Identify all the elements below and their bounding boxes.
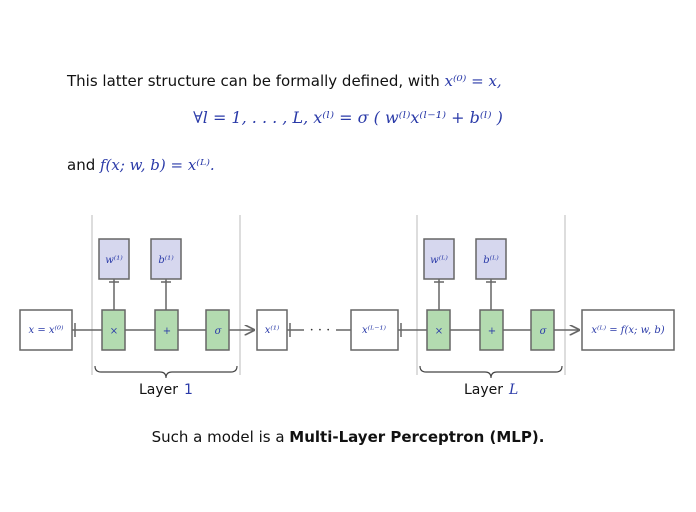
intro-sentence: This latter structure can be formally de… <box>67 72 502 90</box>
x1-box <box>256 309 288 351</box>
output-box <box>581 309 675 351</box>
layer1-brace <box>94 365 238 379</box>
intro-math: x⁽⁰⁾ = x, <box>444 72 502 90</box>
multL-box <box>426 309 451 351</box>
multL-label: × <box>435 326 443 337</box>
output-label: x⁽ᴸ⁾ = f(x; w, b) <box>591 325 664 336</box>
prev-layer-box <box>350 309 399 351</box>
intro-text: This latter structure can be formally de… <box>67 72 445 90</box>
layerL-brace <box>419 365 563 379</box>
layer1-label-number: 1 <box>184 382 193 398</box>
output-definition: and f(x; w, b) = x⁽ᴸ⁾. <box>67 156 215 174</box>
addL-label: + <box>488 326 496 337</box>
mlp-term: Multi-Layer Perceptron (MLP). <box>289 428 545 446</box>
layerL-label-word: Layer <box>464 382 503 398</box>
and-text: and <box>67 156 100 174</box>
add1-label: + <box>163 326 171 337</box>
ellipsis: · · · <box>310 323 331 338</box>
input-box <box>19 309 73 351</box>
input-label: x = x⁽⁰⁾ <box>29 325 64 336</box>
layer1-label-word: Layer <box>139 382 178 398</box>
bL-box <box>475 238 507 280</box>
conclusion-sentence: Such a model is a Multi-Layer Perceptron… <box>0 428 696 446</box>
mult1-box <box>101 309 126 351</box>
w1-label: w⁽¹⁾ <box>105 255 123 266</box>
conclusion-text: Such a model is a <box>151 428 290 446</box>
w1-box <box>98 238 130 280</box>
mult1-label: × <box>110 326 118 337</box>
act1-box <box>205 309 230 351</box>
b1-box <box>150 238 182 280</box>
x1-label: x⁽¹⁾ <box>265 325 280 336</box>
and-math: f(x; w, b) = x⁽ᴸ⁾. <box>100 156 215 174</box>
actL-box <box>530 309 555 351</box>
wL-box <box>423 238 455 280</box>
act1-label: σ <box>215 326 223 337</box>
layer-formula: ∀l = 1, . . . , L, x⁽ˡ⁾ = σ ( w⁽ˡ⁾x⁽ˡ⁻¹⁾… <box>193 108 503 127</box>
add1-box <box>154 309 179 351</box>
prev-layer-label: x⁽ᴸ⁻¹⁾ <box>362 325 387 336</box>
actL-label: σ <box>540 326 548 337</box>
layerL-label-number: L <box>508 382 518 398</box>
addL-box <box>479 309 504 351</box>
wL-label: w⁽ᴸ⁾ <box>430 255 448 266</box>
b1-label: b⁽¹⁾ <box>158 255 174 266</box>
bL-label: b⁽ᴸ⁾ <box>483 255 499 266</box>
